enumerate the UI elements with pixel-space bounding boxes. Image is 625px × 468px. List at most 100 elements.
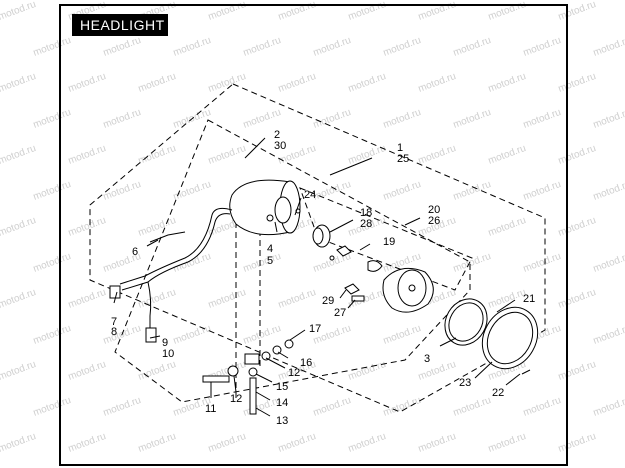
- watermark-text: motod.ru: [0, 71, 38, 95]
- callout-19: 19: [383, 236, 395, 248]
- watermark-text: motod.ru: [32, 251, 73, 275]
- watermark-text: motod.ru: [137, 287, 178, 311]
- watermark-text: motod.ru: [312, 35, 353, 59]
- watermark-text: motod.ru: [277, 71, 318, 95]
- watermark-text: motod.ru: [242, 251, 283, 275]
- watermark-text: motod.ru: [487, 215, 528, 239]
- diagram-frame: [59, 4, 568, 466]
- callout-29: 29: [322, 295, 334, 307]
- watermark-text: motod.ru: [67, 359, 108, 383]
- wiring-harness: [109, 207, 233, 343]
- watermark-text: motod.ru: [172, 179, 213, 203]
- callout-6: 6: [132, 246, 138, 258]
- watermark-text: motod.ru: [557, 143, 598, 167]
- watermark-text: motod.ru: [32, 107, 73, 131]
- watermark-text: motod.ru: [557, 287, 598, 311]
- assembly-20-outline: [299, 187, 473, 291]
- watermark-text: motod.ru: [242, 35, 283, 59]
- watermark-text: motod.ru: [347, 359, 388, 383]
- callout-4: 4: [267, 243, 273, 255]
- watermark-text: motod.ru: [452, 395, 493, 419]
- watermark-text: motod.ru: [137, 431, 178, 455]
- watermark-text: motod.ru: [0, 143, 38, 167]
- callout-9: 9: [162, 337, 168, 349]
- watermark-text: motod.ru: [417, 0, 458, 23]
- watermark-text: motod.ru: [0, 431, 38, 455]
- watermark-text: motod.ru: [67, 143, 108, 167]
- callout-28: 28: [360, 218, 372, 230]
- watermark-text: motod.ru: [592, 395, 625, 419]
- watermark-text: motod.ru: [382, 179, 423, 203]
- callout-30: 30: [274, 140, 286, 152]
- assembly-2-outline: [114, 119, 471, 403]
- callout-1: 1: [397, 142, 403, 154]
- callout-12: 12: [230, 393, 242, 405]
- watermark-text: motod.ru: [207, 71, 248, 95]
- watermark-text: motod.ru: [487, 287, 528, 311]
- watermark-text: motod.ru: [137, 215, 178, 239]
- watermark-text: motod.ru: [137, 71, 178, 95]
- watermark-text: motod.ru: [522, 251, 563, 275]
- watermark-text: motod.ru: [592, 35, 625, 59]
- watermark-text: motod.ru: [557, 431, 598, 455]
- callout-23: 23: [459, 377, 471, 389]
- callout-24: 24: [304, 189, 316, 201]
- leader-lines: [113, 137, 521, 417]
- watermark-text: motod.ru: [592, 251, 625, 275]
- callout-17: 17: [309, 323, 321, 335]
- watermark-text: motod.ru: [102, 107, 143, 131]
- callout-7: 7: [111, 316, 117, 328]
- callout-11: 11: [205, 403, 216, 415]
- watermark-text: motod.ru: [592, 179, 625, 203]
- watermark-text: motod.ru: [32, 179, 73, 203]
- watermark-text: motod.ru: [312, 179, 353, 203]
- callout-18: 18: [360, 207, 372, 219]
- watermark-text: motod.ru: [382, 107, 423, 131]
- watermark-text: motod.ru: [207, 431, 248, 455]
- lamp-reflector: [382, 267, 434, 313]
- watermark-text: motod.ru: [417, 431, 458, 455]
- mounting-hardware: [202, 339, 294, 415]
- callout-22: 22: [492, 387, 504, 399]
- watermark-text: motod.ru: [592, 107, 625, 131]
- watermark-text: motod.ru: [102, 395, 143, 419]
- callout-14: 14: [276, 397, 288, 409]
- trim-rings: [444, 298, 539, 375]
- watermark-text: motod.ru: [67, 287, 108, 311]
- watermark-text: motod.ru: [32, 35, 73, 59]
- watermark-text: motod.ru: [277, 431, 318, 455]
- watermark-text: motod.ru: [0, 359, 38, 383]
- watermark-text: motod.ru: [312, 395, 353, 419]
- watermark-text: motod.ru: [172, 251, 213, 275]
- watermark-text: motod.ru: [417, 143, 458, 167]
- watermark-text: motod.ru: [0, 215, 38, 239]
- callout-15: 15: [276, 381, 288, 393]
- watermark-text: motod.ru: [487, 431, 528, 455]
- callout-13: 13: [276, 415, 288, 427]
- watermark-text: motod.ru: [522, 107, 563, 131]
- watermark-text: motod.ru: [0, 287, 38, 311]
- watermark-text: motod.ru: [102, 179, 143, 203]
- watermark-text: motod.ru: [417, 71, 458, 95]
- watermark-text: motod.ru: [382, 35, 423, 59]
- callout-10: 10: [162, 348, 174, 360]
- watermark-text: motod.ru: [0, 0, 38, 23]
- watermark-text: motod.ru: [487, 71, 528, 95]
- watermark-text: motod.ru: [522, 179, 563, 203]
- watermark-text: motod.ru: [312, 107, 353, 131]
- watermark-text: motod.ru: [452, 179, 493, 203]
- watermark-text: motod.ru: [207, 0, 248, 23]
- watermark-text: motod.ru: [102, 35, 143, 59]
- callout-2: 2: [274, 129, 280, 141]
- watermark-text: motod.ru: [452, 107, 493, 131]
- watermark-text: motod.ru: [557, 359, 598, 383]
- watermark-text: motod.ru: [207, 287, 248, 311]
- watermark-text: motod.ru: [67, 71, 108, 95]
- callout-8: 8: [111, 326, 117, 338]
- diagram-title: HEADLIGHT: [80, 17, 165, 33]
- callout-25: 25: [397, 153, 409, 165]
- watermark-text: motod.ru: [32, 395, 73, 419]
- callout-labels: 1 25 2 30 24 18 28 20 26 19 4 5 6 7 8 9 …: [111, 129, 535, 427]
- watermark-text: motod.ru: [242, 323, 283, 347]
